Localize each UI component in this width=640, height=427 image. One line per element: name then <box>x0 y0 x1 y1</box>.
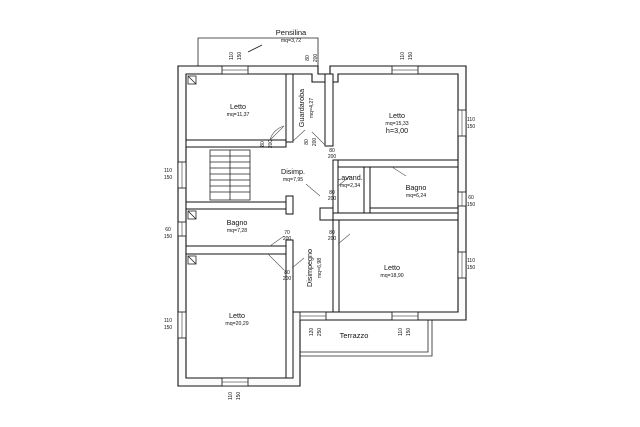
dim-right-150a: 150 <box>467 124 476 130</box>
room-name-letto-ne: Letto <box>389 111 405 120</box>
room-area-bagno-e: mq=6,24 <box>406 193 426 199</box>
room-area-disimpegno: mq=6,98 <box>317 258 323 278</box>
dim-door-80c: 80 <box>329 148 335 154</box>
dim-right-110b: 110 <box>467 258 475 264</box>
dim-left-150c: 150 <box>164 325 173 331</box>
dim-top-g80: 80 <box>305 55 311 61</box>
pensilina-area: mq=3,72 <box>281 38 301 44</box>
window-openings <box>177 65 467 387</box>
terrazzo-label: Terrazzo <box>340 331 369 340</box>
room-name-disimp: Disimp. <box>281 167 305 176</box>
room-area-letto-nw: mq=11,37 <box>227 112 250 118</box>
dim-terr-120: 120 <box>309 328 315 337</box>
dim-door-200d: 200 <box>328 196 337 202</box>
room-area-letto-se: mq=18,90 <box>380 273 403 279</box>
dim-top-ne-110: 110 <box>400 52 406 60</box>
room-area-letto-sw: mq=20,29 <box>225 321 248 327</box>
dim-door-200c: 200 <box>328 154 337 160</box>
staircase <box>209 149 251 201</box>
dim-left-110a: 110 <box>164 168 172 174</box>
dimension-labels: 110 150 80 200 110 150 110 150 60 150 11… <box>164 52 476 401</box>
dim-right-150b: 150 <box>467 202 476 208</box>
pensilina-label: Pensilina <box>276 28 307 37</box>
dim-bottom-110: 110 <box>228 392 234 400</box>
dim-left-110b: 110 <box>164 318 172 324</box>
room-name-letto-nw: Letto <box>230 102 246 111</box>
dim-terr-250: 250 <box>317 328 323 337</box>
room-name-guardaroba: Guardaroba <box>297 89 306 127</box>
dim-door-80a: 80 <box>260 141 266 147</box>
dim-terr-110: 110 <box>398 328 404 336</box>
room-area-bagno-w: mq=7,28 <box>227 228 247 234</box>
dim-top-nw-150: 150 <box>237 52 243 61</box>
dim-door-80e: 80 <box>329 230 335 236</box>
dim-door-200f: 200 <box>283 236 292 242</box>
dim-right-150c: 150 <box>467 265 476 271</box>
dim-left-150a: 150 <box>164 175 173 181</box>
room-name-bagno-e: Bagno <box>406 183 427 192</box>
dim-door-70: 70 <box>284 230 290 236</box>
room-name-letto-se: Letto <box>384 263 400 272</box>
room-name-disimpegno: Disimpegno <box>305 249 314 287</box>
dim-top-g200: 200 <box>313 54 319 63</box>
dim-door-80d: 80 <box>329 190 335 196</box>
dim-right-110a: 110 <box>467 117 475 123</box>
corner-markers <box>187 75 197 265</box>
dim-bottom-150: 150 <box>236 392 242 401</box>
pensilina-canopy <box>197 37 319 66</box>
dim-door-80b: 80 <box>304 139 310 145</box>
room-area-lavand: mq=2,34 <box>340 183 360 189</box>
room-area-letto-ne: mq=15,33 <box>385 121 408 127</box>
dim-door-80f: 80 <box>284 270 290 276</box>
dim-top-ne-150: 150 <box>408 52 414 61</box>
room-area-disimp: mq=7,95 <box>283 177 303 183</box>
dim-right-60: 60 <box>468 195 474 201</box>
outer-wall <box>177 65 467 387</box>
inner-walls <box>185 73 459 379</box>
dim-top-nw-110: 110 <box>229 52 235 60</box>
height-label: h=3,00 <box>386 126 408 135</box>
room-name-lavand: Lavand. <box>337 173 363 182</box>
room-name-letto-sw: Letto <box>229 311 245 320</box>
dim-door-200b: 200 <box>312 138 318 147</box>
room-area-guardaroba: mq=4,27 <box>309 98 315 118</box>
door-swings <box>267 125 407 271</box>
dim-door-200e: 200 <box>328 236 337 242</box>
dim-door-200a: 200 <box>268 140 274 149</box>
dim-left-150b: 150 <box>164 234 173 240</box>
dim-terr-150: 150 <box>406 328 412 337</box>
dim-door-200g: 200 <box>283 276 292 282</box>
dim-left-60: 60 <box>165 227 171 233</box>
room-name-bagno-w: Bagno <box>227 218 248 227</box>
